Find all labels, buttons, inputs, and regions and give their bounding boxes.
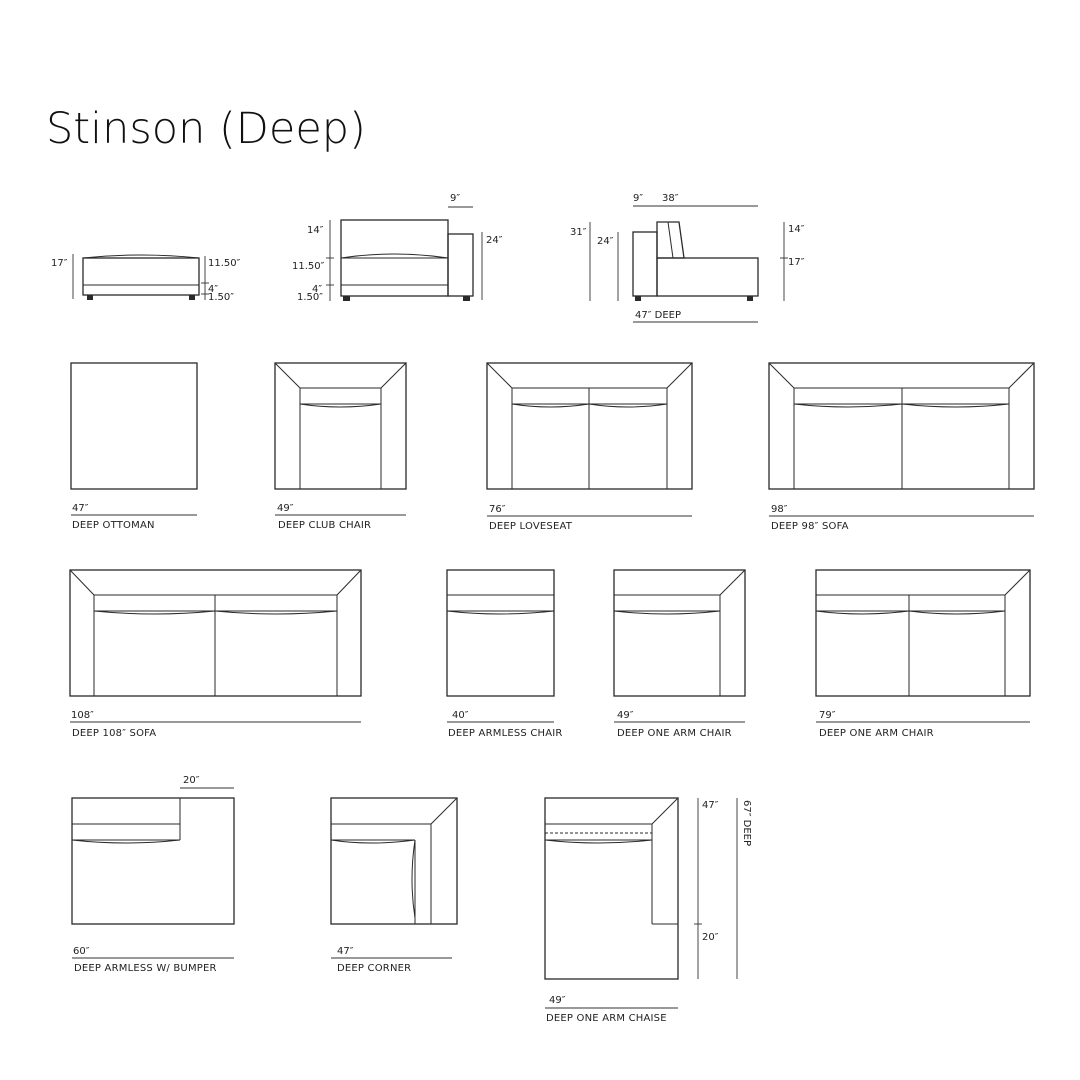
piece-width-label: 108″ [71, 710, 94, 721]
club-base-label: 4″ [312, 284, 322, 295]
profile-seat [656, 257, 759, 297]
piece-name-label: DEEP ONE ARM CHAISE [546, 1013, 667, 1024]
piece-deep-108-sofa: 108″ DEEP 108″ SOFA [69, 569, 362, 739]
club-back-label: 14″ [307, 225, 324, 236]
club-leg-label: 1.50″ [297, 292, 323, 303]
chaise-back-depth-label: 47″ [702, 800, 719, 811]
piece-deep-one-arm-chaise: 47″ 20″ 67″ DEEP 49″ DEEP ONE ARM CHAISE [544, 797, 752, 1024]
piece-width-label: 49″ [277, 503, 294, 514]
ottoman-leg-label: 1.50″ [208, 292, 234, 303]
club-front-view: 9″ 24″ 14″ 11.50″ 4″ 1.50″ [292, 193, 503, 303]
ottoman-leg [189, 295, 195, 300]
piece-width-label: 47″ [337, 946, 354, 957]
club-arm [447, 233, 474, 297]
piece-deep-corner: 47″ DEEP CORNER [330, 797, 458, 974]
armless-outline [446, 569, 555, 697]
corner-outline [330, 797, 458, 925]
piece-name-label: DEEP CORNER [337, 963, 411, 974]
onearm79-outline [815, 569, 1031, 697]
piece-name-label: DEEP 108″ SOFA [72, 728, 156, 739]
profile-leg [747, 296, 753, 301]
profile-depth-label: 47″ DEEP [635, 310, 681, 321]
club-leg [463, 296, 470, 301]
profile-arm [632, 231, 658, 297]
ottoman-base-label: 4″ [208, 284, 218, 295]
chaise-outline [544, 797, 679, 980]
club-seat-label: 11.50″ [292, 261, 325, 272]
ottoman-cushion-top [82, 254, 200, 259]
piece-deep-98-sofa: 98″ DEEP 98″ SOFA [768, 362, 1035, 532]
piece-deep-loveseat: 76″ DEEP LOVESEAT [486, 362, 693, 532]
piece-name-label: DEEP 98″ SOFA [771, 521, 849, 532]
piece-name-label: DEEP ARMLESS W/ BUMPER [74, 963, 217, 974]
piece-width-label: 47″ [72, 503, 89, 514]
ottoman-body [82, 257, 200, 296]
piece-name-label: DEEP LOVESEAT [489, 521, 573, 532]
club-arm-height-label: 24″ [486, 235, 503, 246]
profile-view: 9″ 38″ 31″ 24″ 14″ 17″ 47″ DEEP [570, 193, 805, 323]
chaise-total-depth-label: 67″ DEEP [741, 800, 752, 846]
ottoman-leg [87, 295, 93, 300]
page-title: Stinson (Deep) [46, 104, 366, 154]
onearm49-outline [613, 569, 746, 697]
ottoman-side-view: 17″ 11.50″ 4″ 1.50″ [51, 254, 241, 303]
piece-width-label: 49″ [549, 995, 566, 1006]
piece-width-label: 40″ [452, 710, 469, 721]
profile-back-label: 14″ [788, 224, 805, 235]
profile-arm-height-label: 24″ [597, 236, 614, 247]
cushion-curve [299, 403, 382, 408]
ottoman-seat-label: 11.50″ [208, 258, 241, 269]
ottoman-height-label: 17″ [51, 258, 68, 269]
piece-deep-one-arm-chair-79: 79″ DEEP ONE ARM CHAIR [815, 569, 1031, 739]
profile-leg [635, 296, 641, 301]
ottoman-top-view [70, 362, 198, 490]
piece-width-label: 49″ [617, 710, 634, 721]
piece-deep-armless-chair: 40″ DEEP ARMLESS CHAIR [446, 569, 563, 739]
bumper-outline [71, 797, 235, 925]
piece-width-label: 79″ [819, 710, 836, 721]
piece-width-label: 98″ [771, 504, 788, 515]
piece-name-label: DEEP ARMLESS CHAIR [448, 728, 563, 739]
club-arm-width-label: 9″ [450, 193, 460, 204]
piece-name-label: DEEP CLUB CHAIR [278, 520, 371, 531]
chaise-arm-depth-label: 20″ [702, 932, 719, 943]
profile-seat-depth-label: 38″ [662, 193, 679, 204]
bumper-width-label: 20″ [183, 775, 200, 786]
club-leg [343, 296, 350, 301]
piece-deep-one-arm-chair-49: 49″ DEEP ONE ARM CHAIR [613, 569, 746, 739]
piece-deep-club-chair: 49″ DEEP CLUB CHAIR [274, 362, 407, 531]
piece-deep-ottoman: 47″ DEEP OTTOMAN [70, 362, 198, 531]
piece-width-label: 60″ [73, 946, 90, 957]
club-cushion-curve [340, 253, 449, 259]
piece-name-label: DEEP OTTOMAN [72, 520, 155, 531]
club-outline [274, 362, 407, 490]
piece-deep-armless-w-bumper: 20″ 60″ DEEP ARMLESS W/ BUMPER [71, 775, 235, 974]
piece-name-label: DEEP ONE ARM CHAIR [819, 728, 934, 739]
profile-seat-height-label: 17″ [788, 257, 805, 268]
piece-width-label: 76″ [489, 504, 506, 515]
profile-back-line [667, 221, 674, 259]
profile-overall-height-label: 31″ [570, 227, 587, 238]
piece-name-label: DEEP ONE ARM CHAIR [617, 728, 732, 739]
profile-arm-width-label: 9″ [633, 193, 643, 204]
